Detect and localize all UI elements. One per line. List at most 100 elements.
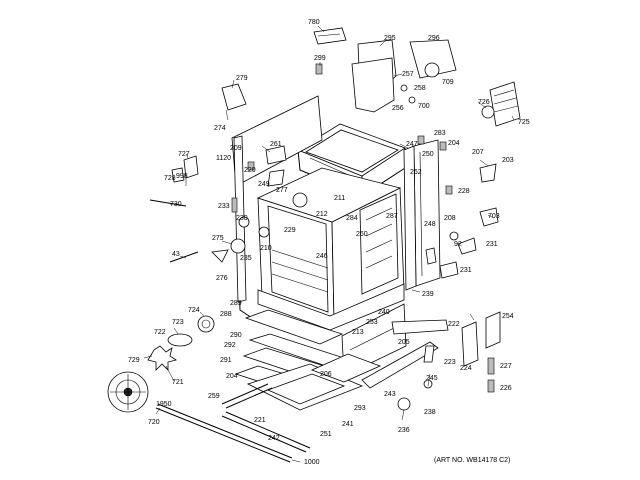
part-label: 249: [258, 181, 270, 188]
part-label: 262: [410, 169, 422, 176]
part-label: 260: [356, 231, 368, 238]
part-label: 236: [398, 427, 410, 434]
part-label: 780: [308, 19, 320, 26]
part-label: 720: [148, 419, 160, 426]
part-label: 235: [240, 255, 252, 262]
part-label: 289: [230, 300, 242, 307]
part-label: 222: [448, 321, 460, 328]
part-label: 213: [352, 329, 364, 336]
part-label: 730: [170, 201, 182, 208]
part-label: 296: [428, 35, 440, 42]
storage-drawer: [155, 353, 382, 463]
part-label: 726: [478, 99, 490, 106]
part-label: 998: [176, 173, 188, 180]
part-label: 245: [426, 375, 438, 382]
part-label: 92: [454, 241, 462, 248]
part-label: 220: [244, 167, 256, 174]
part-label: 204: [448, 140, 460, 147]
part-label: 727: [178, 151, 190, 158]
part-label: 723: [172, 319, 184, 326]
flue-parts: [313, 27, 457, 113]
part-label: 1950: [156, 401, 172, 408]
part-label: 275: [212, 235, 224, 242]
part-label: 204: [226, 373, 238, 380]
part-label: 274: [214, 125, 226, 132]
part-label: 287: [386, 213, 398, 220]
part-label: 43: [172, 251, 180, 258]
art-number: (ART NO. WB14178 C2): [434, 457, 510, 464]
part-label: 231: [460, 267, 472, 274]
part-label: 246: [316, 253, 328, 260]
part-label: 223: [444, 359, 456, 366]
part-label: 259: [208, 393, 220, 400]
part-label: 207: [472, 149, 484, 156]
part-label: 250: [422, 151, 434, 158]
part-label: 257: [402, 71, 414, 78]
left-small-parts: [149, 83, 287, 263]
right-small-parts: [417, 135, 499, 279]
part-label: 239: [422, 291, 434, 298]
part-label: 299: [314, 55, 326, 62]
part-number-labels: 780 299 295 296 257 258 256 709 700 279 …: [128, 19, 530, 466]
range-body-drawing: [107, 25, 521, 463]
part-label: 700: [418, 103, 430, 110]
part-label: 240: [378, 309, 390, 316]
part-label: 233: [218, 203, 230, 210]
oven-cavity: [256, 167, 405, 321]
part-label: 238: [424, 409, 436, 416]
part-label: 728: [164, 175, 176, 182]
part-label: 725: [518, 119, 530, 126]
leader-lines: [143, 25, 515, 463]
part-label: 212: [316, 211, 328, 218]
part-label: 283: [434, 130, 446, 137]
part-label: 224: [460, 365, 472, 372]
part-label: 256: [392, 105, 404, 112]
part-label: 277: [276, 187, 288, 194]
part-label: 248: [424, 221, 436, 228]
part-label: 211: [334, 195, 345, 202]
part-label: 291: [220, 357, 232, 364]
part-label: 721: [172, 379, 184, 386]
part-label: 251: [320, 431, 332, 438]
part-label: 206: [320, 371, 332, 378]
part-label: 279: [236, 75, 248, 82]
part-label: 1000: [304, 459, 320, 466]
control-box: [481, 81, 521, 127]
part-label: 1120: [216, 155, 231, 162]
part-label: 290: [230, 332, 242, 339]
part-label: 703: [488, 213, 500, 220]
part-label: 722: [154, 329, 166, 336]
right-side-panel: [403, 139, 441, 291]
part-label: 205: [398, 339, 410, 346]
part-label: 241: [342, 421, 354, 428]
part-label: 724: [188, 307, 200, 314]
part-label: 258: [414, 85, 426, 92]
part-label: 242: [268, 435, 280, 442]
part-label: 210: [260, 245, 272, 252]
part-label: 229: [284, 227, 296, 234]
part-label: 292: [224, 342, 236, 349]
part-label: 293: [354, 405, 366, 412]
right-brackets: [361, 311, 501, 411]
part-label: 230: [236, 215, 248, 222]
part-label: 231: [486, 241, 498, 248]
part-label: 247: [406, 141, 418, 148]
part-label: 295: [384, 35, 396, 42]
part-label: 254: [502, 313, 514, 320]
part-label: 709: [442, 79, 454, 86]
burner-assembly: [107, 315, 215, 413]
part-label: 209: [230, 145, 242, 152]
part-label: 208: [444, 215, 456, 222]
part-label: 276: [216, 275, 228, 282]
part-label: 729: [128, 357, 140, 364]
part-label: 253: [366, 319, 378, 326]
part-label: 261: [270, 141, 282, 148]
part-label: 228: [458, 188, 470, 195]
part-label: 243: [384, 391, 396, 398]
part-label: 227: [500, 363, 512, 370]
part-label: 221: [254, 417, 266, 424]
part-label: 203: [502, 157, 514, 164]
part-label: 284: [346, 215, 358, 222]
part-label: 226: [500, 385, 512, 392]
